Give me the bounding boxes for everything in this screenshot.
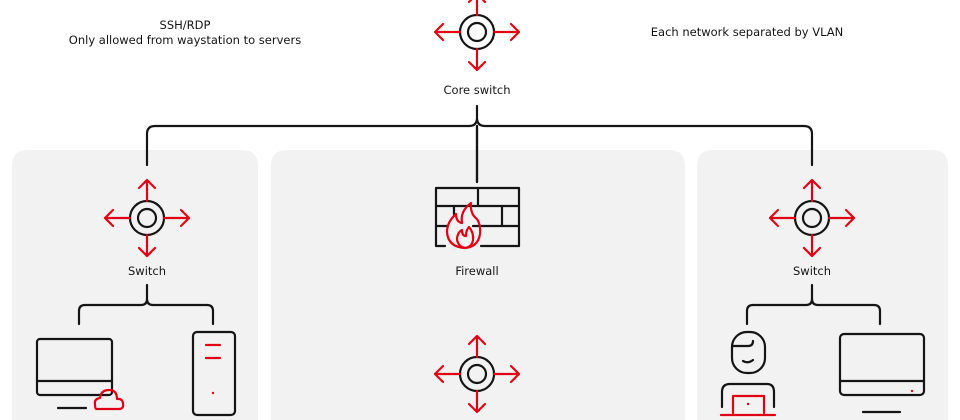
desktop-computer-icon — [35, 337, 125, 411]
left-switch-label: Switch — [127, 264, 167, 278]
core-switch-icon — [433, 0, 521, 72]
core-switch-label: Core switch — [443, 83, 511, 97]
server-icon — [191, 330, 237, 417]
vlan-note: Each network separated by VLAN — [650, 25, 844, 39]
right-bus-connector — [745, 283, 882, 326]
firewall-icon — [434, 186, 521, 250]
ssh-rdp-description: Only allowed from waystation to servers — [68, 33, 302, 47]
user-waystation-icon — [719, 330, 777, 417]
left-bus-connector — [77, 283, 215, 326]
desktop-monitor-icon — [838, 332, 926, 414]
right-network-panel — [697, 150, 948, 420]
right-switch-label: Switch — [792, 264, 832, 278]
middle-network-panel — [271, 150, 685, 420]
ssh-rdp-title: SSH/RDP — [159, 18, 211, 32]
left-network-panel — [12, 150, 258, 420]
firewall-label: Firewall — [455, 264, 499, 278]
